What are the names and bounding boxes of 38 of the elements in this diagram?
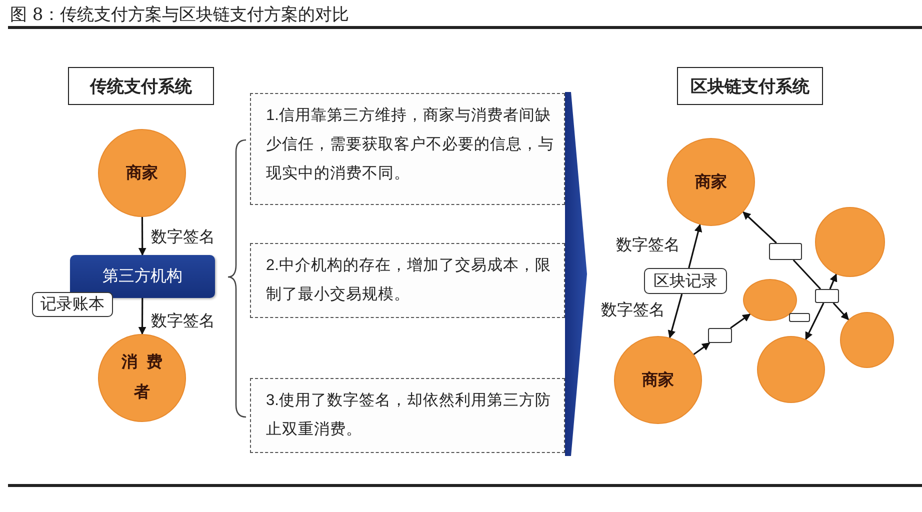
tag-label: 记录账本: [40, 294, 104, 315]
arrow: [138, 298, 146, 335]
connector-line: [792, 259, 822, 290]
node-circle: [743, 279, 797, 321]
heading-box: [677, 67, 823, 105]
node-label: 消费者: [120, 352, 172, 403]
arrow: [668, 294, 683, 338]
record-tag: [32, 292, 113, 317]
note-box: [250, 93, 565, 205]
arrow: [832, 302, 850, 320]
tag-label: 区块记录: [654, 272, 718, 292]
arrow: [805, 302, 824, 340]
block-rect: [789, 313, 810, 322]
note-box: [250, 243, 565, 318]
note-box: [250, 378, 565, 453]
arrow: [829, 273, 838, 290]
record-tag: [644, 268, 727, 294]
heading-box: [68, 67, 214, 105]
heading-text: 区块链支付系统: [690, 76, 810, 98]
node-label: 商家: [126, 163, 158, 184]
block-rect: [815, 289, 839, 303]
node-circle: [840, 312, 894, 368]
block-rect: [708, 328, 732, 343]
note-text: 2.中介机构的存在，增加了交易成本，限制了最小交易规模。: [266, 256, 552, 305]
wedge-divider: [565, 92, 587, 456]
figure-title: 图 8：传统支付方案与区块链支付方案的对比: [10, 4, 350, 26]
block-rect: [769, 243, 802, 260]
arrow: [742, 211, 777, 244]
node-label: 商家: [695, 172, 727, 192]
node-label: 商家: [642, 370, 674, 390]
arrow: [730, 314, 751, 329]
node-label: 第三方机构: [102, 266, 182, 287]
arrow: [138, 217, 146, 256]
note-text: 1.信用靠第三方维持，商家与消费者间缺少信任，需要获取客户不必要的信息，与现实中的消费不同。: [266, 106, 554, 184]
heading-text: 传统支付系统: [90, 76, 192, 98]
arrow: [693, 342, 710, 355]
arrow: [688, 224, 702, 268]
note-text: 3.使用了数字签名，却依然利用第三方防止双重消费。: [266, 390, 552, 440]
